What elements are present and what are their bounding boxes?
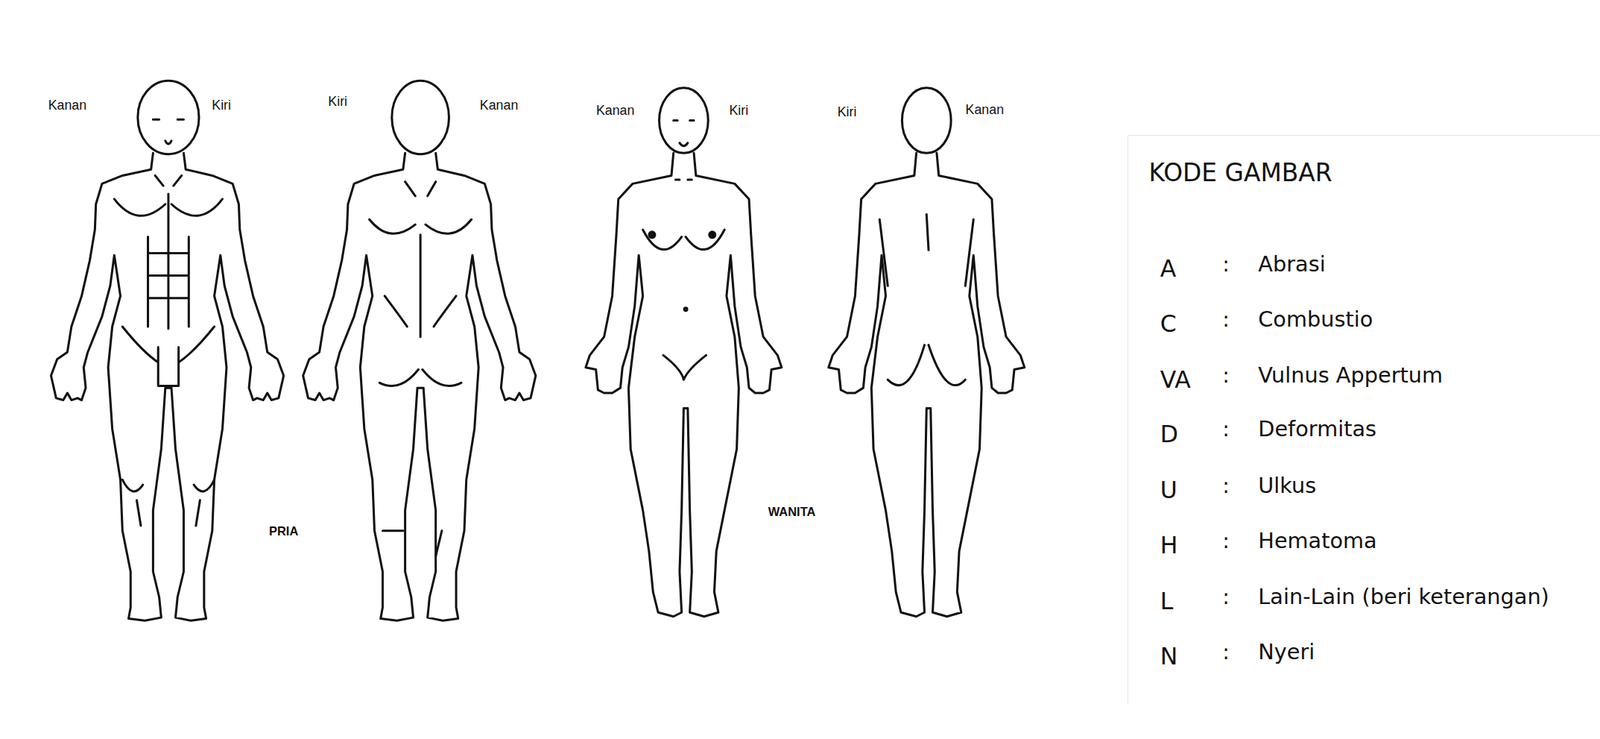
figure-label: WANITA (768, 504, 817, 518)
code-letter: U (1160, 476, 1178, 504)
code-letter: VA (1160, 366, 1191, 393)
code-letter: C (1160, 310, 1177, 337)
muscle-lines (114, 175, 223, 328)
side-label: Kanan (965, 102, 1004, 118)
side-label: Kiri (211, 99, 232, 115)
code-meaning: Vulnus Appertum (1257, 363, 1443, 388)
legend-title: KODE GAMBAR (1148, 157, 1580, 188)
code-meaning: Hematoma (1257, 529, 1377, 553)
female-back (828, 87, 1025, 617)
separator: : (1222, 640, 1230, 664)
code-letter: L (1160, 587, 1174, 615)
male-front (50, 80, 284, 621)
face (673, 120, 694, 180)
separator: : (1222, 363, 1230, 388)
code-meaning: Lain-Lain (beri keterangan) (1257, 585, 1550, 609)
separator: : (1222, 473, 1230, 498)
side-label: Kiri (837, 105, 858, 120)
muscle-lines (122, 326, 214, 526)
code-meaning: Abrasi (1257, 252, 1326, 277)
code-meaning: Ulkus (1257, 473, 1317, 498)
body-outline (303, 152, 536, 621)
body-lines (879, 213, 974, 385)
muscle-lines (369, 181, 472, 556)
code-meaning: Deformitas (1257, 418, 1377, 442)
separator: : (1222, 307, 1230, 332)
side-label: Kiri (728, 103, 749, 119)
side-label: Kanan (48, 99, 87, 115)
male-back (303, 80, 536, 621)
code-letter: H (1160, 532, 1179, 559)
separator: : (1222, 529, 1230, 553)
side-label: Kanan (596, 103, 635, 119)
body-outline (50, 152, 284, 621)
nipple (707, 230, 717, 239)
female-front (585, 87, 782, 617)
separator: : (1222, 585, 1230, 609)
head (659, 87, 709, 154)
separator: : (1222, 418, 1230, 442)
head (137, 80, 199, 155)
code-meaning: Nyeri (1257, 640, 1315, 664)
side-label: Kanan (479, 99, 518, 115)
body-outline (585, 152, 782, 616)
code-meaning: Combustio (1257, 307, 1373, 332)
code-letter: N (1160, 643, 1179, 670)
navel (683, 306, 689, 312)
body-outline (828, 152, 1025, 616)
face (152, 119, 184, 144)
code-letter: A (1160, 255, 1177, 282)
figure-label: PRIA (269, 523, 299, 538)
side-label: Kiri (327, 94, 348, 110)
code-letter: D (1160, 421, 1179, 448)
head (391, 80, 450, 155)
body-lines (643, 229, 726, 380)
head (901, 87, 951, 154)
separator: : (1222, 252, 1230, 277)
nipple (647, 230, 656, 239)
